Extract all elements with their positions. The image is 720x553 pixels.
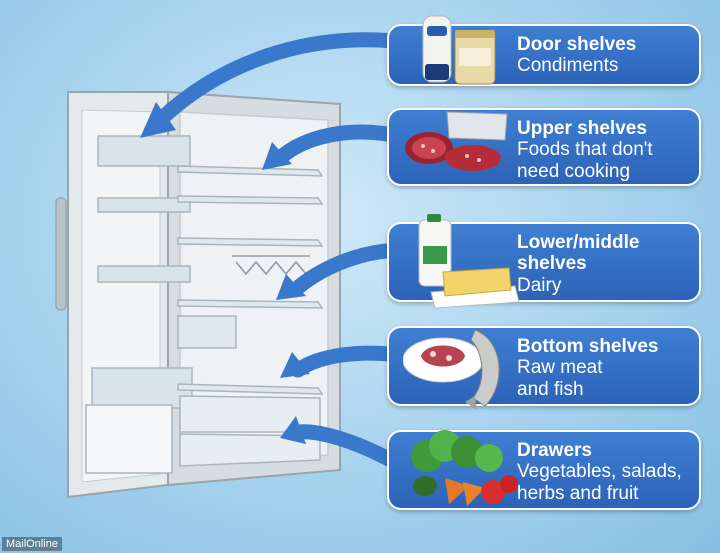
drawers — [179, 395, 321, 467]
cold-meats-icon — [405, 111, 508, 171]
card-door-shelves: Door shelves Condiments — [387, 15, 701, 86]
arrowheads — [140, 102, 310, 444]
card-title: Lower/middle shelves — [517, 232, 640, 275]
card-description: Vegetables, salads, herbs and fruit — [517, 461, 682, 504]
card-description: Condiments — [517, 55, 619, 77]
card-description: Dairy — [517, 274, 562, 296]
door-shelves — [85, 135, 193, 474]
door-handle — [55, 197, 67, 311]
card-lower-middle-shelves: Lower/middle shelves Dairy — [387, 214, 701, 309]
condiments-icon — [422, 15, 496, 85]
card-title: Bottom shelves — [517, 336, 659, 357]
card-description: Raw meat and fish — [517, 357, 603, 400]
interior-shelves — [177, 165, 324, 395]
arrows — [152, 32, 413, 473]
dairy-icon — [418, 214, 520, 309]
credit-label: MailOnline — [2, 537, 62, 551]
card-title: Drawers — [517, 440, 592, 461]
meat-fish-icon — [403, 329, 500, 410]
card-drawers: Drawers Vegetables, salads, herbs and fr… — [387, 430, 701, 510]
card-title: Upper shelves — [517, 118, 647, 139]
card-title: Door shelves — [517, 34, 637, 55]
card-bottom-shelves: Bottom shelves Raw meat and fish — [387, 326, 701, 410]
bottle-rack — [232, 255, 310, 276]
card-upper-shelves: Upper shelves Foods that don't need cook… — [387, 108, 701, 186]
vegetables-icon — [411, 430, 518, 506]
card-description: Foods that don't need cooking — [517, 139, 653, 182]
